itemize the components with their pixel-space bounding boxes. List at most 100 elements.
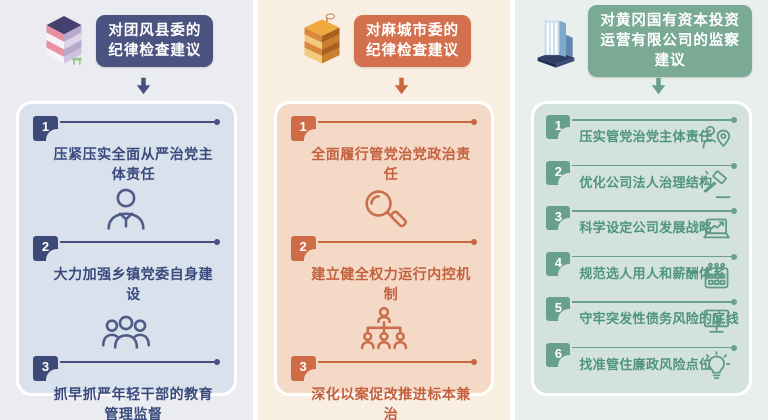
- item-number-badge: 1: [290, 116, 316, 141]
- rail-line: [572, 255, 732, 257]
- column-macheng: 对麻城市委的 纪律检查建议 1 全面履行管党治党政治责任: [257, 0, 511, 420]
- item-number-badge: 5: [546, 297, 571, 321]
- list-item: 3 深化以案促改推进标本兼治: [290, 356, 478, 420]
- item-text: 规范选人用人和薪酬体系: [579, 265, 726, 281]
- column-title-line2: 纪律检查建议: [108, 43, 202, 59]
- recommendation-card: 1 压紧压实全面从严治党主体责任 2: [16, 101, 237, 420]
- rail-line: [317, 361, 472, 363]
- item-text: 抓早抓严年轻干部的教育管理监督: [53, 386, 214, 420]
- list-item: 2 大力加强乡镇党委自身建设: [33, 236, 220, 356]
- down-arrow-icon: [565, 73, 752, 99]
- list-item: 3 抓早抓严年轻干部的教育管理监督: [33, 356, 220, 420]
- item-number-badge: 2: [33, 236, 58, 261]
- item-rail: 1: [290, 116, 478, 142]
- column-tuanfeng: 对团风县委的 纪律检查建议 1 压紧压实全面从严治党主体责任: [0, 0, 253, 420]
- list-item: 1 压紧压实全面从严治党主体责任: [33, 116, 220, 236]
- rail-dot: [213, 359, 220, 365]
- down-arrow-icon: [50, 73, 237, 99]
- list-item: 3 科学设定公司发展战略: [546, 205, 738, 252]
- rail-dot: [731, 208, 738, 214]
- item-number-badge: 1: [33, 116, 58, 141]
- rail-line: [572, 210, 732, 212]
- item-text: 科学设定公司发展战略: [579, 220, 713, 235]
- item-number-badge: 2: [290, 236, 316, 261]
- column-title-line2: 纪律检查建议: [366, 43, 459, 59]
- list-item: 2 建立健全权力运行内控机制: [290, 236, 478, 356]
- item-number-badge: 2: [546, 160, 571, 185]
- item-number-badge: 1: [546, 115, 571, 139]
- column-title-pill: 对麻城市委的 纪律检查建议: [354, 15, 471, 67]
- rail-dot: [213, 119, 220, 125]
- blue-tower-building-icon: [538, 16, 575, 68]
- item-text: 压紧压实全面从严治党主体责任: [53, 146, 214, 182]
- item-rail: 1: [33, 116, 220, 142]
- rail-dot: [731, 344, 738, 351]
- item-text: 找准管住廉政风险点位: [579, 356, 713, 372]
- item-rail: 3: [290, 356, 478, 382]
- list-item: 1 压实管党治党主体责任: [546, 114, 738, 161]
- rail-line: [317, 241, 472, 243]
- rail-line: [572, 301, 732, 303]
- column-title-line1: 对麻城市委的: [366, 23, 459, 39]
- column-title-pill: 对黄冈国有资本投资 运营有限公司的监察建议: [588, 5, 753, 77]
- rail-line: [572, 346, 732, 348]
- list-item: 6 找准管住廉政风险点位: [546, 342, 738, 389]
- column-title-line1: 对团风县委的: [108, 23, 202, 39]
- column-header: 对麻城市委的 纪律检查建议: [274, 0, 495, 70]
- item-text: 全面履行管党治党政治责任: [311, 146, 471, 182]
- list-item: 5 守牢突发性债务风险的底线: [546, 296, 739, 342]
- item-text: 守牢突发性债务风险的底线: [579, 311, 739, 326]
- rail-dot: [731, 162, 738, 169]
- column-header: 对团风县委的 纪律检查建议: [16, 0, 237, 70]
- item-text: 建立健全权力运行内控机制: [311, 266, 471, 302]
- column-huanggang: 对黄冈国有资本投资 运营有限公司的监察建议 1 压实管党治党主体责任: [515, 0, 768, 420]
- rail-dot: [471, 119, 478, 125]
- purple-block-building-icon: [46, 16, 82, 65]
- list-item: 2 优化公司法人治理结构: [546, 160, 738, 207]
- list-item: 4 规范选人用人和薪酬体系: [546, 251, 738, 298]
- rail-dot: [731, 253, 738, 260]
- rail-line: [60, 121, 214, 123]
- column-title-pill: 对团风县委的 纪律检查建议: [96, 15, 214, 67]
- calendar-icon: [700, 260, 733, 298]
- person-pin-icon: [700, 123, 733, 161]
- list-item: 1 全面履行管党治党政治责任: [290, 116, 478, 236]
- item-text: 大力加强乡镇党委自身建设: [53, 266, 214, 302]
- item-text: 深化以案促改推进标本兼治: [311, 386, 471, 420]
- people-group-icon: [33, 304, 220, 356]
- rail-line: [60, 241, 214, 243]
- magnifier-icon: [291, 184, 478, 236]
- column-header: 对黄冈国有资本投资 运营有限公司的监察建议: [531, 0, 753, 77]
- item-number-badge: 3: [33, 356, 58, 381]
- item-rail: 2: [33, 236, 220, 262]
- gavel-icon: [700, 169, 733, 207]
- rail-line: [572, 164, 732, 166]
- rail-line: [60, 361, 214, 363]
- item-number-badge: 3: [546, 206, 571, 230]
- recommendation-card: 1 压实管党治党主体责任 2 优化公司法人治理结构: [531, 101, 753, 396]
- down-arrow-icon: [308, 73, 495, 99]
- rail-line: [317, 121, 472, 123]
- rail-dot: [213, 239, 220, 245]
- rail-line: [572, 119, 732, 121]
- rail-dot: [731, 299, 738, 305]
- item-rail: 2: [290, 236, 478, 262]
- column-title-line2: 运营有限公司的监察建议: [600, 33, 740, 69]
- rail-dot: [731, 117, 738, 123]
- item-number-badge: 3: [290, 356, 316, 381]
- recommendation-card: 1 全面履行管党治党政治责任 2: [273, 101, 495, 420]
- item-text: 压实管党治党主体责任: [579, 129, 713, 144]
- item-rail: 3: [33, 356, 220, 382]
- column-title-line1: 对黄冈国有资本投资: [600, 13, 740, 29]
- org-chart-icon: [291, 304, 478, 356]
- rail-dot: [471, 239, 478, 245]
- person-icon: [33, 184, 220, 236]
- laptop-chart-icon: [700, 214, 733, 252]
- item-number-badge: 6: [546, 342, 571, 367]
- item-number-badge: 4: [546, 251, 571, 276]
- item-text: 优化公司法人治理结构: [579, 174, 713, 190]
- lightbulb-icon: [700, 350, 733, 389]
- orange-block-building-icon: [304, 13, 340, 64]
- rail-dot: [471, 359, 478, 365]
